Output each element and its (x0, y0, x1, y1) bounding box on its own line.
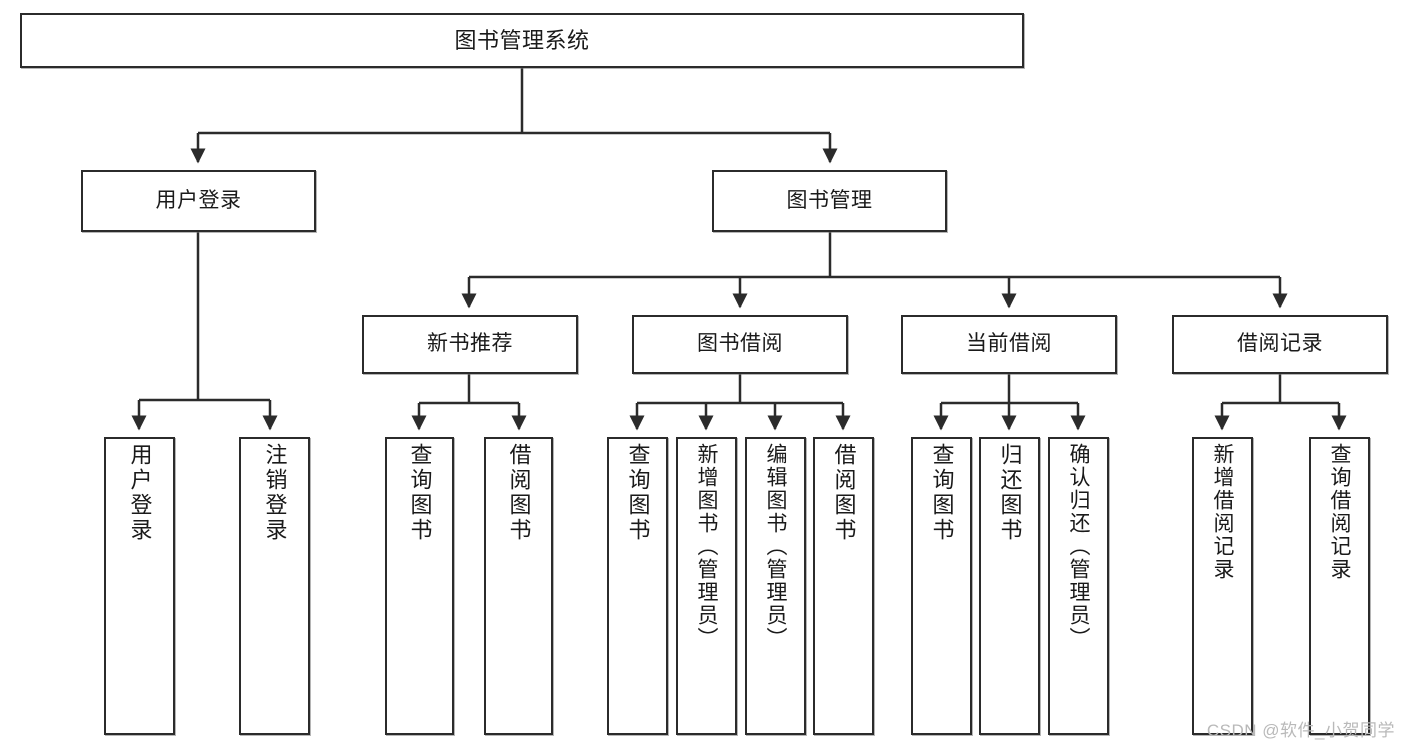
node-current-borrow[interactable]: 当前借阅 (901, 315, 1117, 374)
node-label: 注销登录 (262, 443, 288, 543)
node-label: 借阅图书 (506, 443, 532, 543)
leaf-new-book-borrow[interactable]: 借阅图书 (484, 437, 553, 735)
node-label: 借阅记录 (1237, 332, 1323, 356)
node-label: 确认归还（管理员） (1067, 443, 1090, 650)
leaf-book-borrow-edit[interactable]: 编辑图书（管理员） (745, 437, 806, 735)
node-label: 归还图书 (997, 443, 1023, 543)
node-borrow-record[interactable]: 借阅记录 (1172, 315, 1388, 374)
node-root-system[interactable]: 图书管理系统 (20, 13, 1024, 68)
node-label: 查询图书 (625, 443, 651, 543)
node-label: 编辑图书（管理员） (764, 443, 787, 650)
node-label: 图书管理系统 (454, 27, 590, 53)
leaf-book-borrow-add[interactable]: 新增图书（管理员） (676, 437, 737, 735)
node-label: 当前借阅 (966, 332, 1052, 356)
node-book-borrow[interactable]: 图书借阅 (632, 315, 848, 374)
node-label: 用户登录 (155, 188, 242, 212)
leaf-book-borrow-borrow[interactable]: 借阅图书 (813, 437, 874, 735)
node-book-management[interactable]: 图书管理 (712, 170, 947, 232)
node-label: 图书借阅 (697, 332, 783, 356)
leaf-book-borrow-query[interactable]: 查询图书 (607, 437, 668, 735)
node-label: 新增图书（管理员） (695, 443, 718, 650)
leaf-current-borrow-query[interactable]: 查询图书 (911, 437, 972, 735)
node-label: 新增借阅记录 (1211, 443, 1234, 581)
node-label: 查询图书 (407, 443, 433, 543)
node-label: 查询借阅记录 (1328, 443, 1351, 581)
node-label: 用户登录 (127, 443, 153, 543)
leaf-current-borrow-return[interactable]: 归还图书 (979, 437, 1040, 735)
node-user-login[interactable]: 用户登录 (81, 170, 316, 232)
leaf-user-login-logout[interactable]: 注销登录 (239, 437, 310, 735)
leaf-new-book-query[interactable]: 查询图书 (385, 437, 454, 735)
leaf-borrow-record-query[interactable]: 查询借阅记录 (1309, 437, 1370, 735)
node-label: 新书推荐 (427, 332, 513, 356)
node-label: 查询图书 (929, 443, 955, 543)
node-label: 图书管理 (786, 188, 873, 212)
leaf-user-login-login[interactable]: 用户登录 (104, 437, 175, 735)
leaf-current-borrow-confirm[interactable]: 确认归还（管理员） (1048, 437, 1109, 735)
node-new-book-recommend[interactable]: 新书推荐 (362, 315, 578, 374)
node-label: 借阅图书 (831, 443, 857, 543)
leaf-borrow-record-add[interactable]: 新增借阅记录 (1192, 437, 1253, 735)
